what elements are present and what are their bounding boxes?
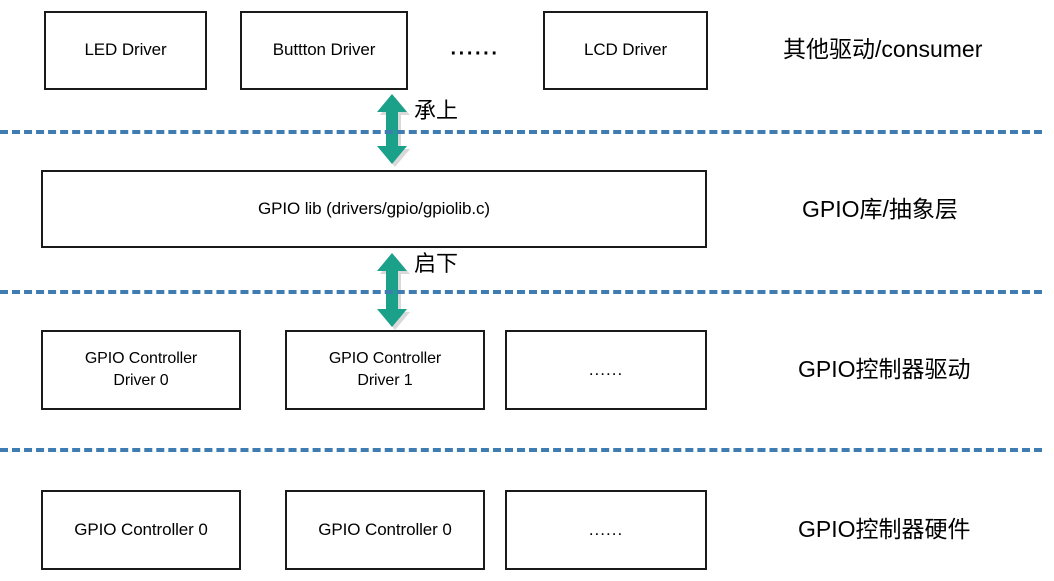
box-gpio-controller-hw-more[interactable]: ...... — [505, 490, 707, 570]
tier-label-consumer: 其他驱动/consumer — [783, 36, 983, 62]
box-gpio-controller-hw-0[interactable]: GPIO Controller 0 — [41, 490, 241, 570]
separator-line-3 — [0, 448, 1042, 452]
arrow-up-label: 承上 — [414, 98, 459, 123]
arrow-up-bidirectional — [372, 90, 410, 168]
box-gpio-controller-driver-1[interactable]: GPIO Controller Driver 1 — [285, 330, 485, 410]
box-gpio-lib[interactable]: GPIO lib (drivers/gpio/gpiolib.c) — [41, 170, 707, 248]
separator-line-1 — [0, 130, 1042, 134]
box-gpio-controller-hw-1[interactable]: GPIO Controller 0 — [285, 490, 485, 570]
box-gpio-controller-driver-more[interactable]: ...... — [505, 330, 707, 410]
ellipsis-consumer-row: ······ — [450, 43, 500, 65]
box-gpio-controller-driver-0[interactable]: GPIO Controller Driver 0 — [41, 330, 241, 410]
tier-label-controller-driver: GPIO控制器驱动 — [798, 356, 971, 382]
tier-label-gpiolib: GPIO库/抽象层 — [802, 196, 958, 222]
box-led-driver[interactable]: LED Driver — [44, 11, 207, 90]
box-button-driver[interactable]: Buttton Driver — [240, 11, 408, 90]
tier-label-controller-hardware: GPIO控制器硬件 — [798, 516, 971, 542]
box-lcd-driver[interactable]: LCD Driver — [543, 11, 708, 90]
arrow-down-label: 启下 — [414, 251, 459, 276]
separator-line-2 — [0, 290, 1042, 294]
